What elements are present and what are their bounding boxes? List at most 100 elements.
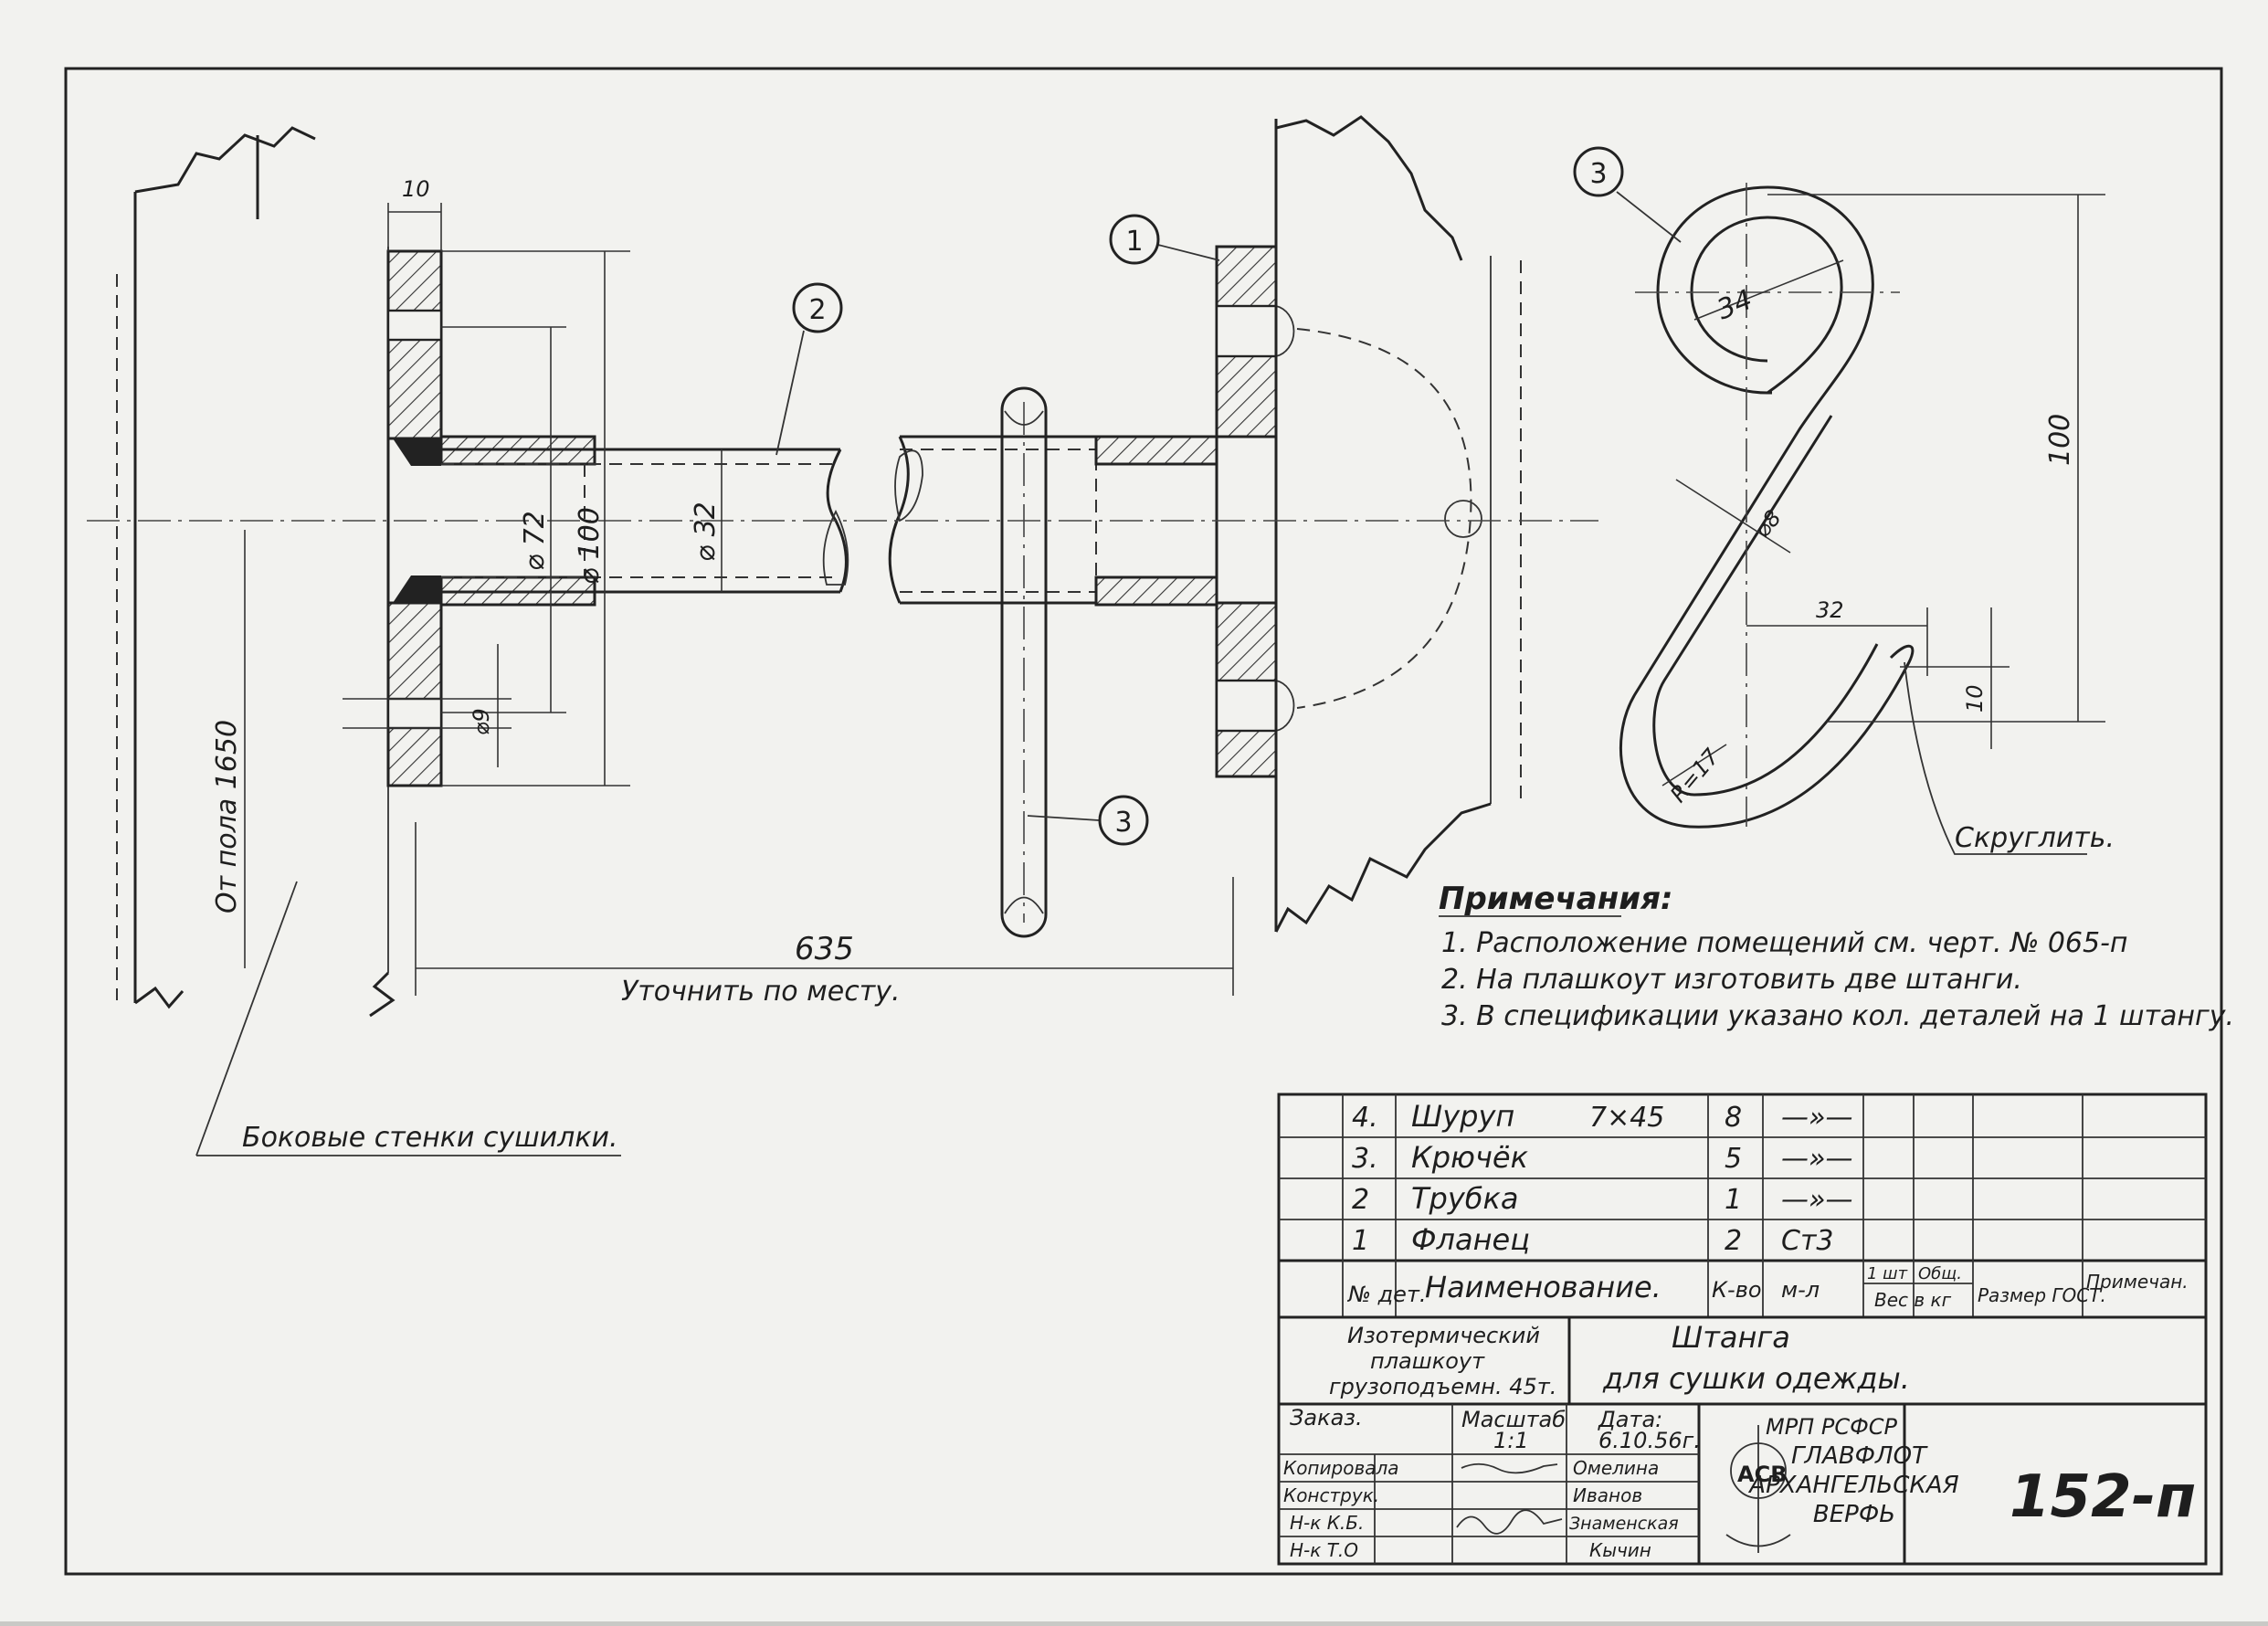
dim-d9: ⌀9 [469, 708, 494, 735]
svg-text:Ст3: Ст3 [1781, 1225, 1834, 1257]
svg-text:Копировала: Копировала [1283, 1457, 1399, 1479]
svg-text:2: 2 [1725, 1225, 1742, 1257]
svg-text:МРП РСФСР: МРП РСФСР [1766, 1414, 1898, 1440]
note-walls: Боковые стенки сушилки. [242, 1122, 618, 1154]
org-logo: АСВ [1725, 1425, 1791, 1553]
svg-text:Вес в кг: Вес в кг [1874, 1289, 1952, 1311]
right-tube [888, 435, 1218, 607]
dim-10: 10 [402, 176, 430, 202]
drawing-number: 152-п [2010, 1463, 2196, 1531]
spec-row-2: 2 Трубка 1 —»— [1352, 1181, 1853, 1216]
drawing-border [64, 67, 2223, 1576]
right-wall [1274, 115, 1522, 933]
hook-side-view [1000, 386, 1048, 938]
notes-block: Примечания: 1. Расположение помещений см… [1439, 881, 2234, 1032]
approval-roles: Копировала Конструк. Н-к К.Б. Н-к Т.О Ом… [1283, 1457, 1679, 1561]
left-tube [439, 435, 849, 607]
svg-text:ГЛАВФЛОТ: ГЛАВФЛОТ [1791, 1442, 1928, 1470]
left-dimensions: 10 ⌀ 100 ⌀ 72 ⌀ 32 ⌀9 От пола 1650 635 У… [195, 176, 1234, 1156]
svg-text:Наименование.: Наименование. [1425, 1270, 1661, 1304]
hook-dim-r17: R=17 [1665, 744, 1725, 808]
svg-text:Масштаб: Масштаб [1461, 1407, 1566, 1432]
svg-text:Размер ГОСТ.: Размер ГОСТ. [1978, 1284, 2106, 1306]
note-clarify: Уточнить по месту. [621, 976, 901, 1008]
svg-text:5: 5 [1725, 1143, 1742, 1175]
svg-text:Н-к Т.О: Н-к Т.О [1290, 1539, 1358, 1561]
note-item-2: 2. На плашкоут изготовить две штанги. [1441, 964, 2022, 996]
svg-text:3: 3 [1114, 807, 1132, 839]
spec-header: № дет. Наименование. К-во м-л 1 шт Общ. … [1346, 1264, 2189, 1311]
dim-635: 635 [795, 931, 854, 967]
svg-text:1:1: 1:1 [1493, 1428, 1529, 1453]
svg-text:Изотермический: Изотермический [1347, 1323, 1540, 1348]
svg-text:—»—: —»— [1781, 1143, 1853, 1175]
svg-text:—»—: —»— [1781, 1184, 1853, 1216]
hook-dim-32: 32 [1816, 597, 1844, 623]
svg-text:Омелина: Омелина [1573, 1457, 1659, 1479]
svg-text:4.: 4. [1352, 1102, 1378, 1134]
svg-text:Заказ.: Заказ. [1290, 1405, 1363, 1431]
svg-text:ВЕРФЬ: ВЕРФЬ [1813, 1501, 1895, 1528]
balloon-2: 2 [775, 282, 843, 456]
svg-text:№ дет.: № дет. [1346, 1282, 1427, 1307]
svg-text:3: 3 [1589, 158, 1607, 190]
title-block [1277, 1315, 2208, 1566]
svg-text:м-л: м-л [1781, 1277, 1820, 1303]
svg-text:Фланец: Фланец [1411, 1222, 1530, 1257]
svg-text:Конструк.: Конструк. [1283, 1484, 1379, 1506]
spec-row-1: 1 Фланец 2 Ст3 [1352, 1222, 1834, 1257]
svg-text:Трубка: Трубка [1411, 1181, 1518, 1216]
svg-text:плашкоут: плашкоут [1370, 1348, 1485, 1374]
spec-row-4: 4. Шуруп 7×45 8 —»— [1352, 1099, 1853, 1134]
balloon-3-side: 3 [1027, 795, 1149, 846]
svg-text:1 шт: 1 шт [1867, 1264, 1908, 1283]
vessel-name: Изотермический плашкоут грузоподъемн. 45… [1329, 1323, 1556, 1399]
note-item-1: 1. Расположение помещений см. черт. № 06… [1441, 927, 2128, 959]
svg-text:7×45: 7×45 [1589, 1102, 1664, 1134]
note-round-off: Скруглить. [1955, 822, 2115, 854]
svg-text:для сушки одежды.: для сушки одежды. [1602, 1361, 1910, 1396]
svg-text:Кычин: Кычин [1589, 1539, 1651, 1561]
balloon-3-hook: 3 [1573, 146, 1682, 243]
svg-text:Штанга: Штанга [1672, 1320, 1790, 1355]
s-hook-view: 34 100 ⌀8 32 10 R=17 Скруглить. [1619, 183, 2115, 855]
svg-text:8: 8 [1725, 1102, 1742, 1134]
hook-dim-10: 10 [1962, 684, 1988, 713]
svg-text:Н-к К.Б.: Н-к К.Б. [1290, 1512, 1364, 1534]
svg-text:АРХАНГЕЛЬСКАЯ: АРХАНГЕЛЬСКАЯ [1747, 1472, 1958, 1499]
svg-text:—»—: —»— [1781, 1102, 1853, 1134]
svg-text:Иванов: Иванов [1573, 1484, 1642, 1506]
dim-d100: ⌀ 100 [574, 507, 606, 585]
spec-table [1277, 1093, 2208, 1319]
svg-text:1: 1 [1125, 226, 1143, 258]
svg-text:2: 2 [1352, 1184, 1369, 1216]
svg-text:К-во: К-во [1712, 1277, 1762, 1303]
svg-text:грузоподъемн. 45т.: грузоподъемн. 45т. [1329, 1374, 1556, 1399]
hook-dim-100: 100 [2044, 414, 2076, 466]
dim-d72: ⌀ 72 [519, 511, 551, 571]
svg-text:1: 1 [1725, 1184, 1742, 1216]
svg-text:Дата:: Дата: [1598, 1407, 1662, 1432]
left-flange [386, 249, 443, 787]
dim-floor: От пола 1650 [211, 720, 243, 913]
signature-kb [1456, 1509, 1563, 1535]
svg-text:3.: 3. [1352, 1143, 1378, 1175]
svg-text:Примечан.: Примечан. [2086, 1271, 2189, 1293]
note-item-3: 3. В спецификации указано кол. деталей н… [1441, 1000, 2234, 1032]
notes-title: Примечания: [1439, 881, 1673, 917]
hook-dim-34: 34 [1713, 284, 1757, 327]
dim-d32: ⌀ 32 [690, 502, 722, 562]
order-scale-date: Заказ. Масштаб 1:1 Дата: 6.10.56г. [1290, 1405, 1701, 1453]
spec-row-3: 3. Крючёк 5 —»— [1352, 1140, 1853, 1175]
svg-text:1: 1 [1352, 1225, 1369, 1257]
svg-text:Шуруп: Шуруп [1411, 1099, 1514, 1134]
right-flange [1215, 245, 1482, 778]
svg-text:АСВ: АСВ [1737, 1462, 1787, 1487]
svg-text:6.10.56г.: 6.10.56г. [1598, 1428, 1701, 1453]
part-name: Штанга для сушки одежды. [1602, 1320, 1910, 1396]
balloon-1: 1 [1109, 214, 1220, 265]
svg-text:2: 2 [808, 294, 826, 326]
svg-text:Общ.: Общ. [1918, 1264, 1962, 1283]
org-name: МРП РСФСР ГЛАВФЛОТ АРХАНГЕЛЬСКАЯ ВЕРФЬ [1747, 1414, 1958, 1528]
